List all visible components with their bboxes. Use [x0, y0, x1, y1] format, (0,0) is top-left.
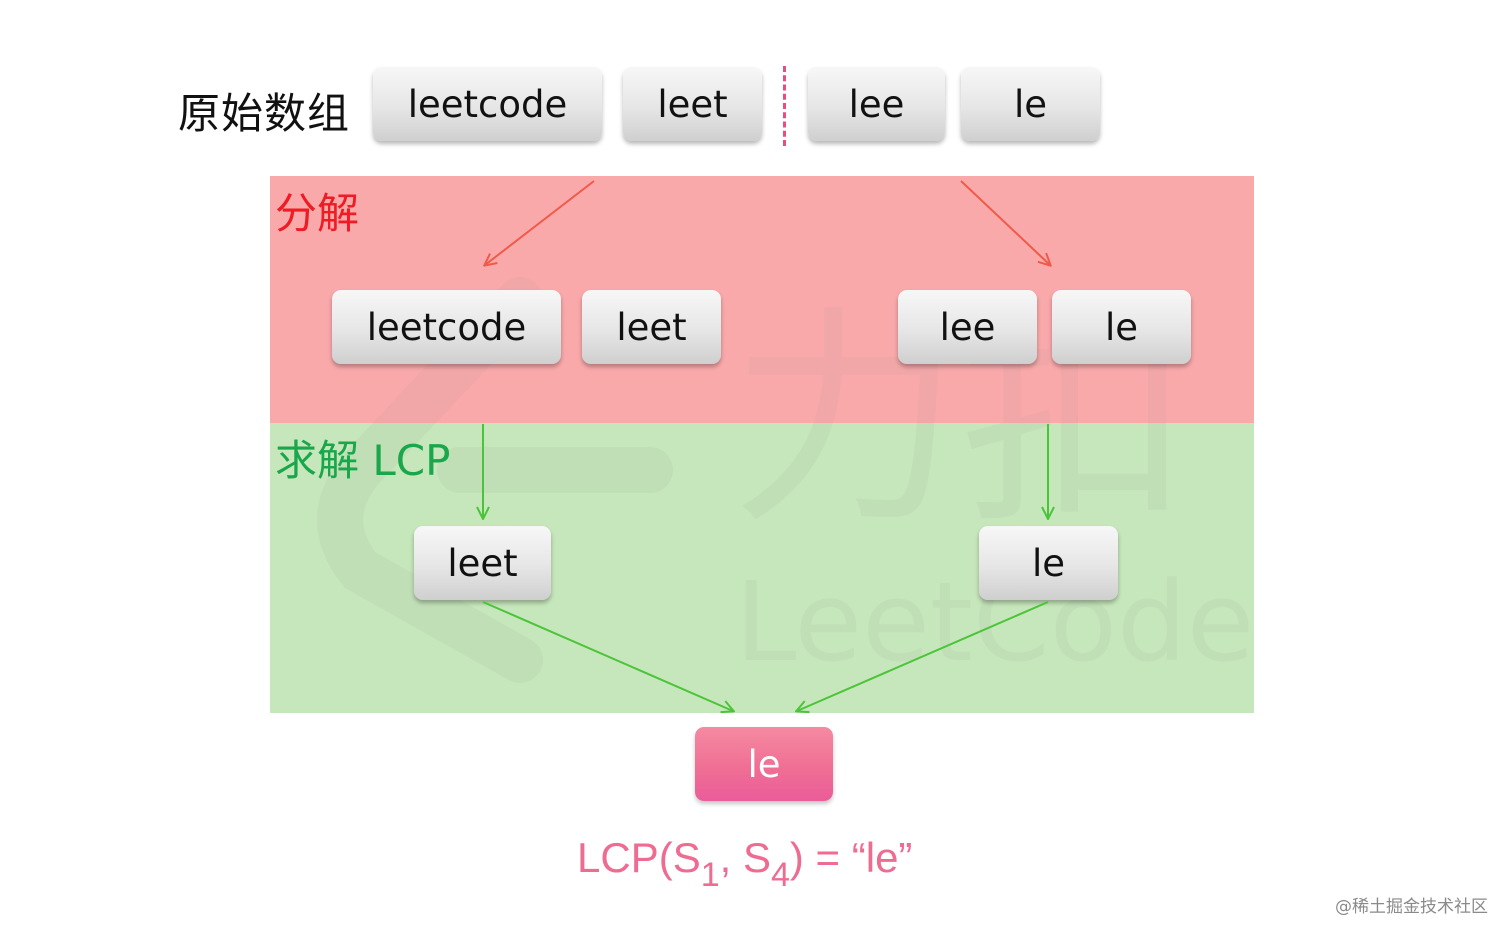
array-box: leet — [623, 67, 762, 141]
divided-box-left: leetcode — [332, 290, 561, 364]
split-divider — [783, 66, 786, 146]
lcp-box-left: leet — [414, 526, 551, 600]
array-box: le — [961, 67, 1100, 141]
result-box: le — [695, 727, 833, 801]
formula-prefix: LCP(S — [577, 834, 701, 881]
array-box: leetcode — [373, 67, 602, 141]
divide-label: 分解 — [275, 189, 360, 238]
merge-arrow-right — [797, 601, 1049, 711]
solve-label: 求解 LCP — [275, 436, 451, 485]
divided-box-right: lee — [898, 290, 1037, 364]
formula-sub-4: 4 — [770, 856, 790, 894]
page-title: 原始数组 — [178, 89, 351, 138]
formula-mid: , S — [719, 834, 771, 881]
source-credit: @稀土掘金技术社区 — [1335, 897, 1488, 917]
divided-box-right: le — [1052, 290, 1191, 364]
lcp-formula: LCP(S1, S4) = “le” — [577, 834, 912, 895]
divide-arrow-right — [960, 180, 1050, 265]
formula-suffix: ) = “le” — [789, 834, 913, 881]
formula-sub-1: 1 — [700, 856, 720, 894]
divided-box-left: leet — [582, 290, 721, 364]
merge-arrow-left — [482, 601, 733, 711]
lcp-box-right: le — [979, 526, 1118, 600]
divide-arrow-left — [485, 180, 595, 265]
array-box: lee — [808, 67, 945, 141]
